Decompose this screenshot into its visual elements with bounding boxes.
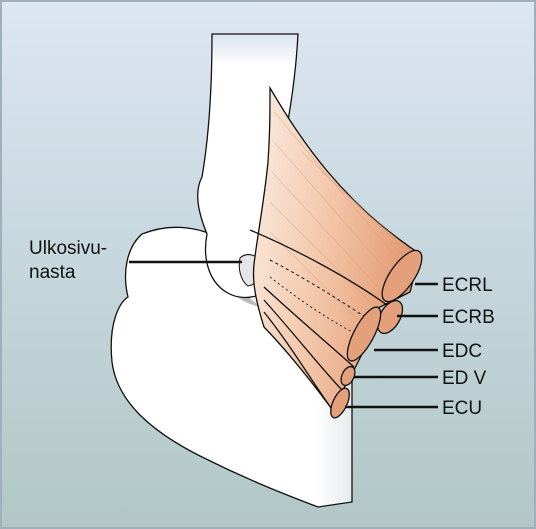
label-edc: EDC [442,341,482,362]
label-lateral-epicondyle-2: nasta [29,262,76,283]
label-ecu: ECU [442,398,482,419]
label-ecrl: ECRL [442,275,493,296]
label-ecrb: ECRB [442,307,495,328]
label-edv: ED V [442,368,487,389]
label-lateral-epicondyle-1: Ulkosivu- [29,238,107,259]
